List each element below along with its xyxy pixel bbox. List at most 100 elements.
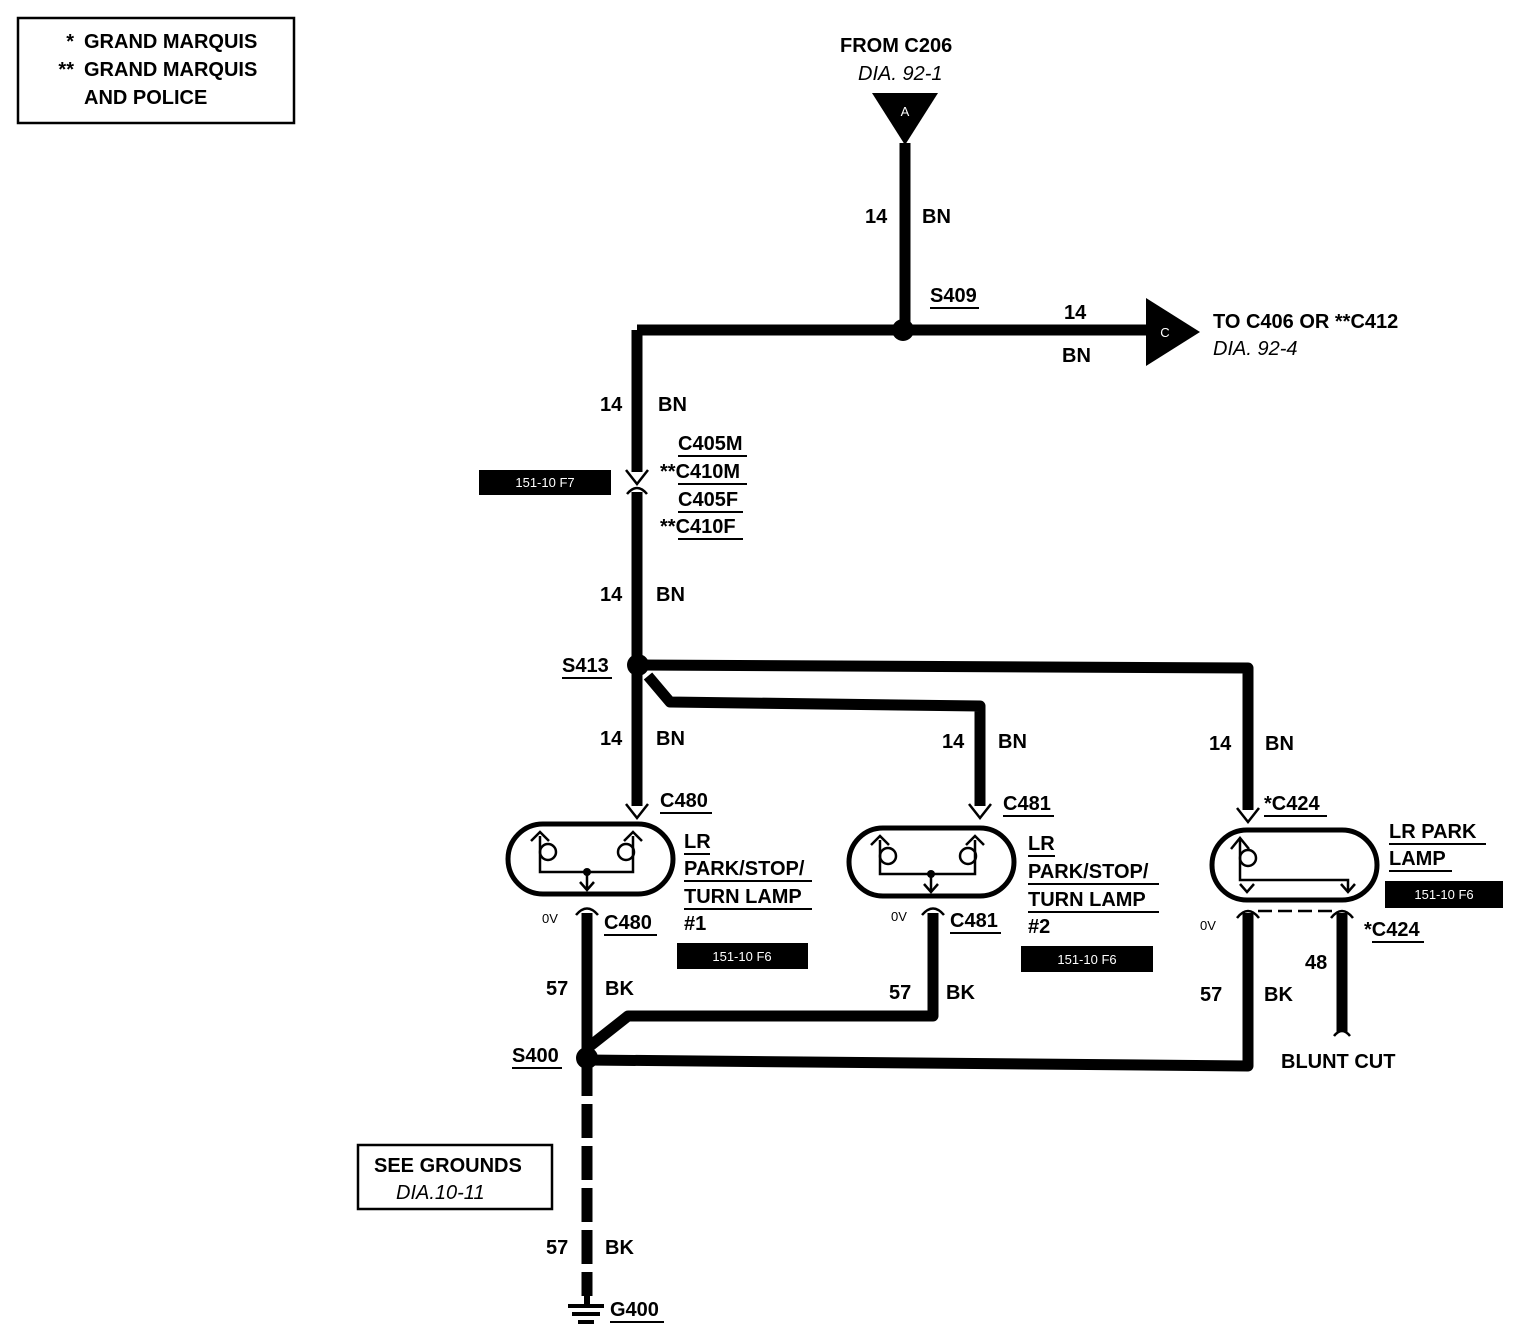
lamp2-bottom-conn: C481	[950, 910, 998, 932]
lamp3-filament-loop	[1238, 848, 1258, 868]
lamp1-bottom-conn: C480	[604, 912, 652, 934]
lamp1-filament-loop-right	[616, 842, 636, 862]
dest-ref: DIA. 92-4	[1213, 338, 1297, 360]
blunt-cut-label: BLUNT CUT	[1281, 1051, 1395, 1073]
source-connector: FROM C206 DIA. 92-1 A	[840, 35, 952, 145]
blunt-cut: BLUNT CUT	[1281, 1029, 1395, 1073]
lamp2-name-4: #2	[1028, 916, 1050, 938]
wire-lamp1-feed-gauge: 14	[600, 728, 623, 750]
wire-lamp3-gnd-color: BK	[1264, 984, 1293, 1006]
wire-labels: 14 BN 14 BN 14 BN 14 BN 14 BN 14 BN 14 B…	[546, 206, 1327, 1259]
lamp1-bottom-connector-icon	[575, 907, 599, 916]
wire-lamp3-feed-gauge: 14	[1209, 733, 1232, 755]
wire-lamp1-gnd-gauge: 57	[546, 978, 568, 1000]
grounds-box: SEE GROUNDS DIA.10-11	[356, 1143, 554, 1211]
lamp3-top-conn: *C424	[1264, 793, 1320, 815]
lamp3-bottom-right-connector-icon	[1330, 909, 1354, 919]
inline-conn-label-3: C405F	[678, 489, 738, 511]
lamp2-filament-loop-right	[958, 846, 978, 866]
wire-lamp1-feed-color: BN	[656, 728, 685, 750]
wire-lamp3-feed	[636, 659, 1254, 810]
lamp3-bottom-left-connector-icon	[1236, 909, 1260, 919]
lamp1-top-conn: C480	[660, 790, 708, 812]
wire-lamp2-gnd-gauge: 57	[889, 982, 911, 1004]
splices: S409 S413 S400	[512, 285, 979, 1069]
dest-arrow-icon	[1146, 298, 1200, 366]
source-letter: A	[901, 104, 910, 119]
lamp-3: *C424 *C424 0V LR PARK LAMP 151-10 F6	[1200, 793, 1503, 943]
inline-conn-tag-text: 151-10 F7	[515, 475, 574, 490]
dest-connector: C TO C406 OR **C412 DIA. 92-4	[1146, 298, 1398, 366]
legend-text-3: AND POLICE	[84, 87, 207, 109]
blunt-cut-icon	[1333, 1029, 1351, 1037]
inline-conn-label-2: **C410M	[660, 461, 740, 483]
lamp-2: C481 C481 0V LR PARK/STOP/ TURN LAMP #2 …	[846, 793, 1159, 972]
lamp1-name-2: PARK/STOP/	[684, 858, 805, 880]
splice-s413-label: S413	[562, 655, 609, 677]
lamp2-bottom-connector-icon	[921, 907, 945, 916]
ground-label: G400	[610, 1299, 659, 1321]
wire-left-upper-gauge: 14	[600, 394, 623, 416]
source-title: FROM C206	[840, 35, 952, 57]
wire-lamp1-gnd-color: BK	[605, 978, 634, 1000]
lamp2-name-2: PARK/STOP/	[1028, 861, 1149, 883]
legend-text-1: GRAND MARQUIS	[84, 31, 257, 53]
wire-blunt-gauge: 48	[1305, 952, 1327, 974]
connector-female-icon	[626, 486, 648, 495]
lamp3-filament	[1238, 840, 1350, 890]
wire-ground-gauge: 57	[546, 1237, 568, 1259]
splice-s409-dot	[892, 319, 914, 341]
source-ref: DIA. 92-1	[858, 63, 942, 85]
legend-box: * GRAND MARQUIS ** GRAND MARQUIS AND POL…	[16, 16, 296, 125]
lamp2-voltage: 0V	[891, 909, 907, 924]
lamp1-body	[505, 821, 676, 897]
lamp3-body	[1209, 827, 1380, 903]
grounds-box-title: SEE GROUNDS	[374, 1155, 522, 1177]
wire-right-gauge: 14	[1064, 302, 1087, 324]
wire-lamp2-gnd-color: BK	[946, 982, 975, 1004]
lamp-1: C480 C480 0V LR PARK/STOP/ TURN LAMP #1 …	[505, 790, 812, 969]
wire-right-color: BN	[1062, 345, 1091, 367]
inline-conn-tag	[479, 470, 611, 495]
inline-conn-label-1: C405M	[678, 433, 742, 455]
wire-lamp3-feed-color: BN	[1265, 733, 1294, 755]
wire-lamp3-gnd	[586, 913, 1254, 1072]
lamp3-voltage: 0V	[1200, 918, 1216, 933]
lamp1-top-connector-icon	[625, 803, 649, 821]
dest-title: TO C406 OR **C412	[1213, 311, 1398, 333]
source-arrow-icon	[872, 93, 938, 145]
wires	[581, 143, 1348, 1296]
wire-left-mid-color: BN	[656, 584, 685, 606]
legend-mark-1: *	[66, 31, 74, 53]
wire-lamp2-feed	[643, 672, 986, 806]
wire-lamp2-gnd	[586, 913, 939, 1051]
wire-top-gauge: 14	[865, 206, 888, 228]
splice-s409-label: S409	[930, 285, 977, 307]
lamp1-voltage: 0V	[542, 911, 558, 926]
lamp1-filament-loop-left	[538, 842, 558, 862]
grounds-box-ref: DIA.10-11	[396, 1182, 485, 1204]
lamp2-name-3: TURN LAMP	[1028, 889, 1146, 911]
wire-left-upper-color: BN	[658, 394, 687, 416]
splice-s400-label: S400	[512, 1045, 559, 1067]
wire-top-color: BN	[922, 206, 951, 228]
lamp1-tag	[677, 943, 808, 969]
lamp3-name-1: LR PARK	[1389, 821, 1477, 843]
lamp2-name-1: LR	[1028, 833, 1055, 855]
wire-ground-color: BK	[605, 1237, 634, 1259]
ground-g400: G400	[568, 1294, 664, 1324]
wire-left-mid-gauge: 14	[600, 584, 623, 606]
lamp3-tag	[1385, 881, 1503, 908]
lamp1-tag-text: 151-10 F6	[712, 949, 771, 964]
lamp1-name-1: LR	[684, 831, 711, 853]
splice-s413-dot	[627, 654, 649, 676]
lamp2-tag	[1021, 946, 1153, 972]
lamp3-tag-text: 151-10 F6	[1414, 887, 1473, 902]
lamp3-bottom-conn: *C424	[1364, 919, 1420, 941]
lamp2-tag-text: 151-10 F6	[1057, 952, 1116, 967]
lamp2-filament-loop-left	[878, 846, 898, 866]
inline-connector: C405M **C410M C405F **C410F 151-10 F7	[479, 433, 747, 540]
legend-mark-2: **	[58, 59, 74, 81]
inline-conn-label-4: **C410F	[660, 516, 736, 538]
